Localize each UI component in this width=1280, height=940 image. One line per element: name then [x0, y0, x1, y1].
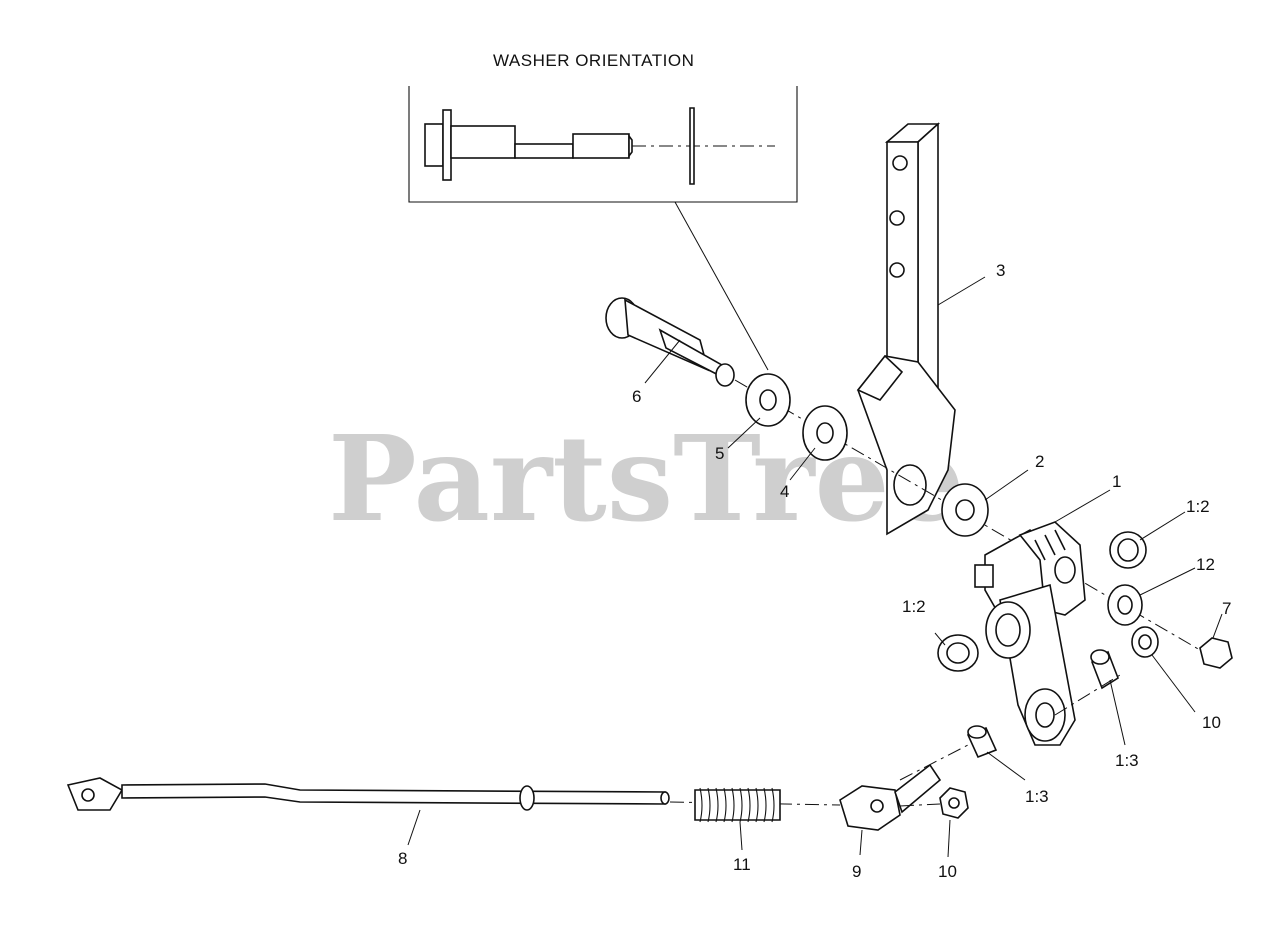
- callout-1-2-upper: 1:2: [1186, 497, 1210, 516]
- axis-lower-upper: [1054, 674, 1121, 716]
- inset-bolt-drawing: [424, 107, 775, 185]
- part-1-bracket-assembly: [974, 521, 1086, 746]
- callout-6: 6: [632, 387, 641, 406]
- axis-clevis-nut: [899, 803, 941, 807]
- watermark-text: PartsTree: [328, 409, 965, 548]
- axis-lower: [899, 744, 969, 781]
- inset-title: WASHER ORIENTATION: [493, 51, 694, 70]
- part-8-rod: [66, 777, 670, 811]
- part-11-spring: [694, 787, 781, 823]
- part-6-bolt: [605, 297, 735, 387]
- part-1-2-bushing-upper: [1109, 531, 1147, 569]
- part-9-clevis: [839, 763, 942, 831]
- callout-9: 9: [852, 862, 861, 881]
- leader-lines: [407, 276, 1223, 858]
- callout-12: 12: [1196, 555, 1215, 574]
- callout-4: 4: [780, 482, 789, 501]
- callout-5: 5: [715, 444, 724, 463]
- inset-leader: [674, 201, 769, 371]
- callout-10-lower: 10: [938, 862, 957, 881]
- callout-1: 1: [1112, 472, 1121, 491]
- callout-7: 7: [1222, 599, 1231, 618]
- callout-1-3-lower: 1:3: [1025, 787, 1049, 806]
- part-5-washer: [745, 373, 791, 427]
- part-10-nut-lower: [939, 787, 969, 819]
- callout-1-3-upper: 1:3: [1115, 751, 1139, 770]
- part-1-2-bushing-lower: [937, 634, 979, 672]
- callout-1-2-lower: 1:2: [902, 597, 926, 616]
- callout-8: 8: [398, 849, 407, 868]
- part-1-3-spacer-upper: [1090, 649, 1119, 690]
- callout-11: 11: [733, 855, 751, 874]
- part-3-lever-arm: [856, 122, 956, 536]
- callout-2: 2: [1035, 452, 1044, 471]
- callout-labels: 1 1:2 1:2 1:3 1:3 2 3 4 5 6 7 8 9 10 10 …: [398, 261, 1231, 881]
- part-12-washer: [1107, 584, 1143, 626]
- part-4-washer: [802, 405, 848, 461]
- part-10-nut-upper: [1131, 626, 1159, 658]
- part-2-washer: [941, 483, 989, 537]
- part-1-3-spacer-lower: [966, 725, 998, 759]
- callout-10-upper: 10: [1202, 713, 1221, 732]
- inset-frame: [408, 86, 798, 203]
- washer-orientation-inset: WASHER ORIENTATION: [408, 51, 798, 371]
- part-7-nut: [1199, 637, 1233, 669]
- callout-3: 3: [996, 261, 1005, 280]
